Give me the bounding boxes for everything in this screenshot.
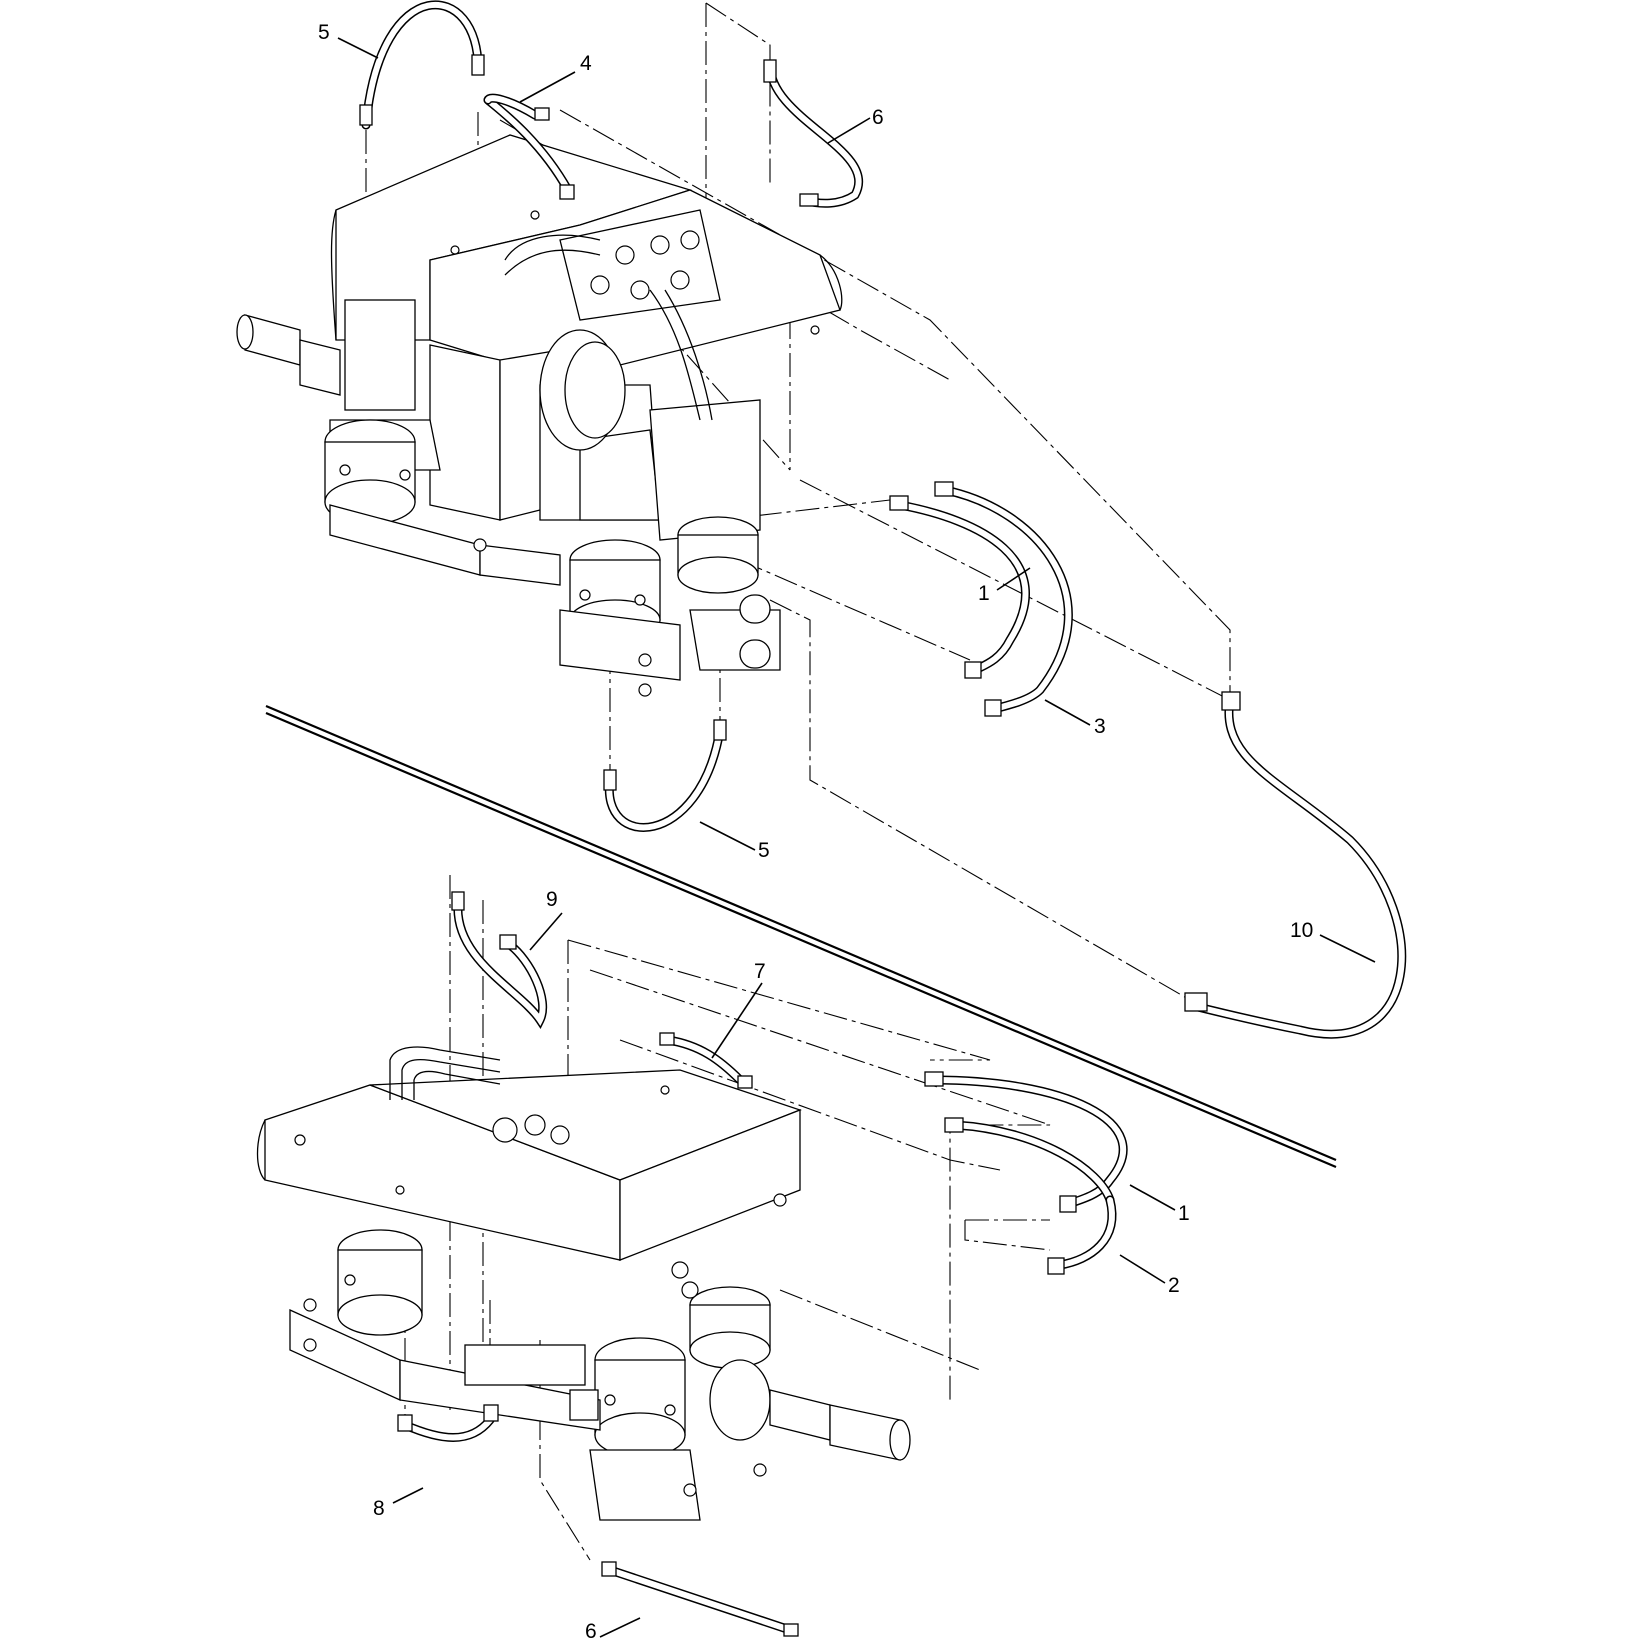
bottom-assembly: [256, 875, 1128, 1637]
callout-labels: 5 4 6 1 3 5 10 9 7 1 2 8 6: [318, 21, 1313, 1642]
callout-hose-1-lower: 1: [1178, 1202, 1190, 1225]
callout-hose-4: 4: [580, 52, 592, 75]
hose-8: [397, 1404, 499, 1442]
bottom-detail-bolts: [294, 1085, 767, 1497]
hose-3: [984, 699, 1002, 717]
callout-hose-6-lower: 6: [585, 1620, 597, 1642]
callout-hose-3: 3: [1094, 715, 1106, 738]
hose-1-upper: [889, 481, 1073, 715]
top-assembly: [236, 0, 1407, 1039]
callout-hose-2: 2: [1168, 1274, 1180, 1297]
callout-leaders: [337, 37, 1376, 1638]
hose-4: [483, 93, 575, 200]
bottom-valve-fittings: [492, 1114, 787, 1299]
callout-hose-7: 7: [754, 960, 766, 983]
section-divider: [265, 704, 1337, 1169]
top-detail-bolts: [339, 210, 820, 697]
hose-6-upper: [763, 59, 863, 208]
hose-2: [1047, 1195, 1117, 1275]
hose-1-lower: [924, 1071, 1128, 1213]
top-shaft: [236, 314, 341, 396]
bottom-hoses: [397, 891, 1128, 1637]
hose-5-upper: [359, 0, 485, 130]
callout-hose-6-upper: 6: [872, 106, 884, 129]
top-hoses: [359, 0, 1407, 1039]
hose-6-lower: [601, 1561, 799, 1637]
bottom-actuator-housings: [337, 1229, 771, 1458]
hose-5-lower: [603, 719, 727, 832]
hose-9: [451, 891, 548, 1029]
bottom-cover-plate: [256, 1069, 802, 1261]
top-actuator-housings: [324, 329, 759, 641]
callout-hose-8: 8: [373, 1497, 385, 1520]
bottom-base-frame: [289, 1308, 701, 1521]
bottom-shaft: [769, 1389, 911, 1461]
callout-hose-10: 10: [1290, 919, 1313, 942]
bottom-tube-bundle: [389, 1046, 501, 1100]
callout-hose-5-upper: 5: [318, 21, 330, 44]
callout-hose-1-upper: 1: [978, 582, 990, 605]
top-manifold: [504, 209, 721, 421]
hose-7: [659, 1032, 753, 1089]
callout-hose-5-lower: 5: [758, 839, 770, 862]
callout-hose-9: 9: [546, 888, 558, 911]
hose-10: [1184, 691, 1407, 1039]
